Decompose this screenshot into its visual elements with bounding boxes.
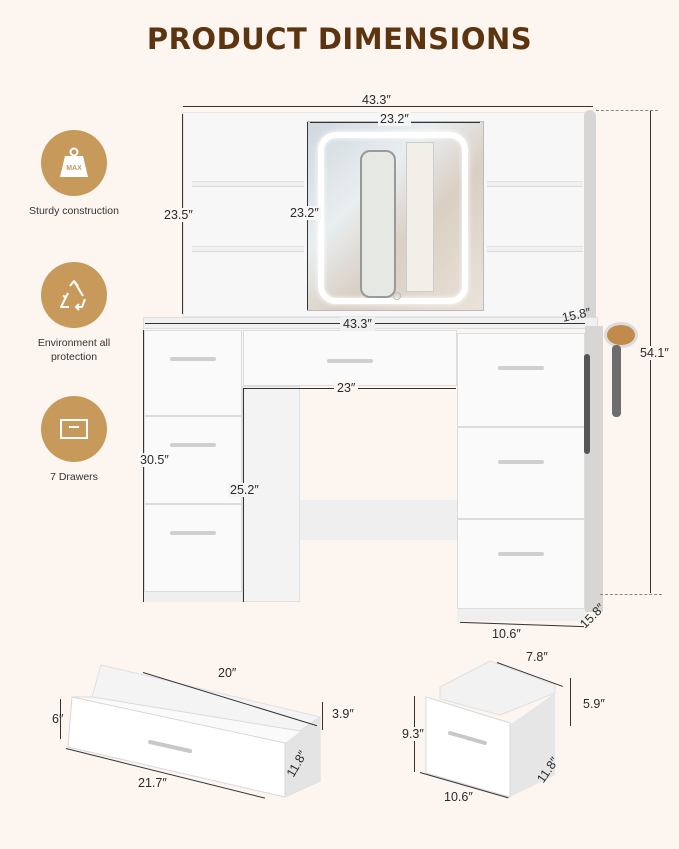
dim-large-inner-height: 3.9″ [332,707,354,721]
dim-desk-height: 30.5″ [138,453,171,467]
feature-label: Sturdy construction [29,205,119,217]
shelf [487,246,583,252]
dim-large-front-height: 6″ [52,712,64,726]
feature-label: Environment all protection [37,337,111,363]
reflected-wardrobe [406,142,434,292]
dim-small-outer-width: 10.6″ [444,790,473,804]
feature-environment: Environment all protection [18,262,130,364]
dim-mirror-height: 23.2″ [288,206,321,220]
max-label: MAX [66,165,82,172]
dim-large-outer-width: 21.7″ [138,776,167,790]
drawer-right-2 [457,427,585,519]
drawer-left-3 [144,504,242,592]
dim-hutch-width: 43.3″ [362,93,391,107]
shelf [487,181,583,187]
feature-sturdy: MAX Sturdy construction [18,130,130,218]
drawer-icon [41,396,107,462]
dim-line [460,621,584,628]
recycle-icon [41,262,107,328]
dim-line [60,699,61,739]
dim-desk-width: 43.3″ [340,317,375,331]
dim-large-inner-width: 20″ [218,666,237,680]
dim-line [183,106,593,107]
hair-dryer-handle [612,345,621,417]
dim-hutch-height: 23.5″ [164,208,193,222]
dim-knee-height: 25.2″ [228,483,261,497]
dim-small-inner-height: 5.9″ [583,697,605,711]
small-drawer-illustration [425,660,556,798]
dim-small-front-height: 9.3″ [402,727,424,741]
dim-line [322,702,323,730]
feature-label: 7 Drawers [50,471,98,483]
dim-line [570,678,571,726]
dim-total-height: 54.1″ [640,346,669,360]
page-title: PRODUCT DIMENSIONS [146,22,533,56]
dim-guide [596,110,658,111]
reflected-floor-mirror [360,150,396,298]
dim-mirror-width: 23.2″ [378,112,411,126]
dim-knee-width: 23″ [334,381,359,395]
drawer-right-1 [457,333,585,427]
drawer-middle [243,330,457,386]
hair-dryer-head [604,322,638,348]
right-base [457,609,585,621]
led-frame [318,132,468,304]
drawer-left-1 [144,330,242,416]
dim-cabinet-width: 10.6″ [492,627,521,641]
led-mirror [307,121,484,311]
dim-small-inner-width: 7.8″ [526,650,548,664]
large-drawer-illustration [67,664,321,798]
cable-hook [584,354,590,454]
weight-max-icon: MAX [41,130,107,196]
dim-guide [600,594,662,595]
drawer-right-3 [457,519,585,609]
left-base [144,592,242,602]
hutch-side [584,110,596,317]
shelf [192,181,304,187]
feature-drawers: 7 Drawers [18,396,130,484]
back-rail [300,500,457,540]
power-touch-icon [393,292,401,300]
shelf [192,246,304,252]
